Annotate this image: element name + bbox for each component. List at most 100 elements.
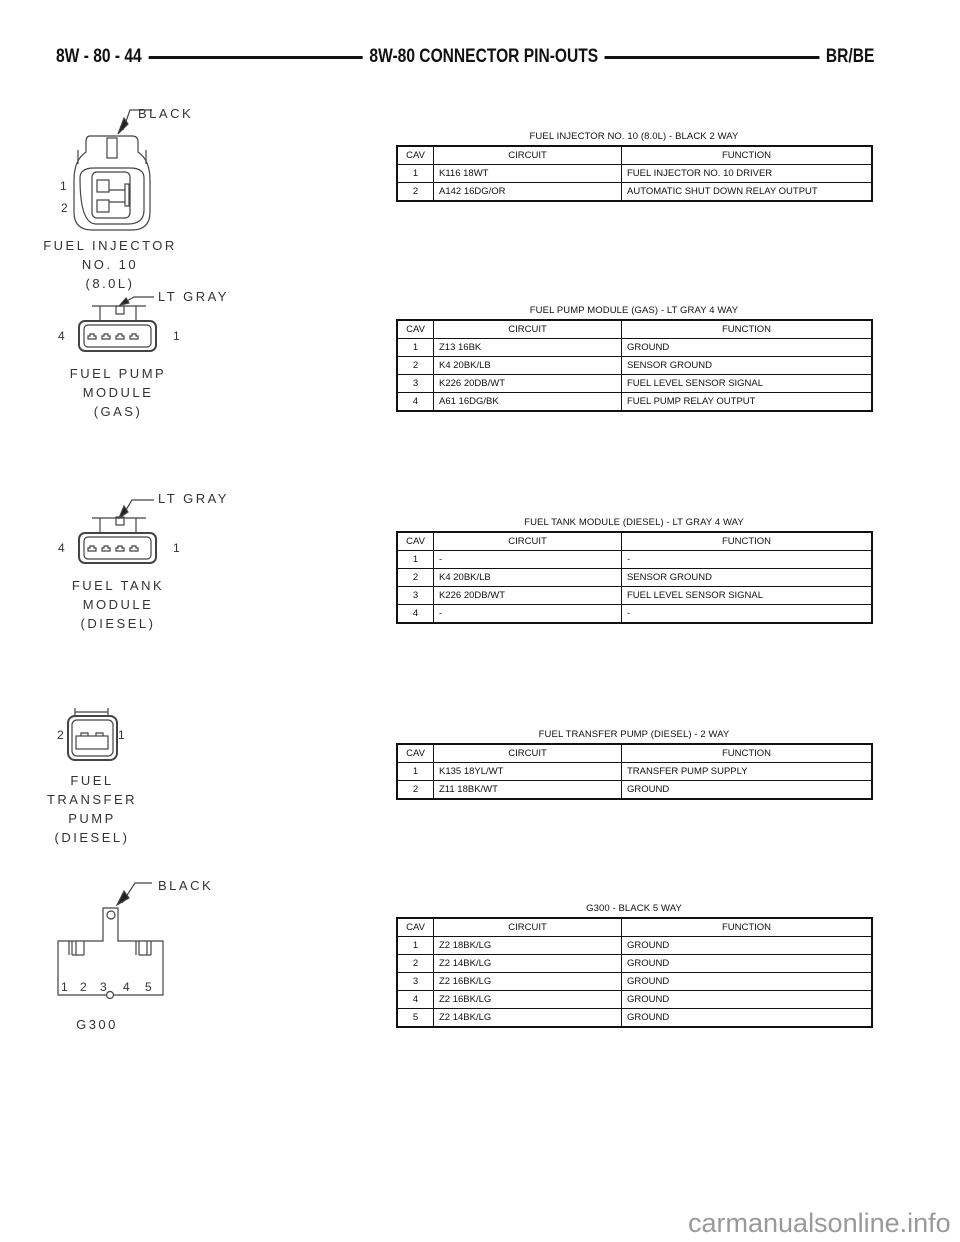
connector-color-label: LT GRAY bbox=[158, 491, 229, 506]
function-cell: GROUND bbox=[621, 338, 873, 357]
circuit-cell: Z2 16BK/LG bbox=[433, 972, 622, 991]
cav-header: CAV bbox=[396, 531, 434, 551]
function-cell: AUTOMATIC SHUT DOWN RELAY OUTPUT bbox=[621, 182, 873, 202]
circuit-header: CIRCUIT bbox=[433, 319, 622, 339]
cav-cell: 1 bbox=[396, 338, 434, 357]
name-line: G300 bbox=[76, 1017, 118, 1032]
fuel-transfer-pump-connector-drawing bbox=[67, 708, 118, 761]
page-number: 8W - 80 - 44 bbox=[56, 46, 142, 67]
name-line: (GAS) bbox=[93, 404, 143, 419]
pin-label: 5 bbox=[145, 980, 152, 994]
table-title: FUEL INJECTOR NO. 10 (8.0L) - BLACK 2 WA… bbox=[529, 131, 739, 142]
circuit-header: CIRCUIT bbox=[433, 531, 622, 551]
pin-label: 4 bbox=[58, 329, 65, 343]
pin-label: 1 bbox=[61, 980, 68, 994]
cav-cell: 3 bbox=[396, 374, 434, 393]
table-row: 4-- bbox=[396, 604, 873, 624]
cav-cell: 2 bbox=[396, 182, 434, 202]
function-cell: GROUND bbox=[621, 780, 873, 800]
function-header: FUNCTION bbox=[621, 531, 873, 551]
connector-name: FUEL INJECTOR NO. 10 (8.0L) bbox=[40, 236, 180, 293]
cav-header: CAV bbox=[396, 145, 434, 165]
circuit-cell: K4 20BK/LB bbox=[433, 356, 622, 375]
section-title: 8W-80 CONNECTOR PIN-OUTS bbox=[369, 46, 599, 67]
name-line: (DIESEL) bbox=[54, 830, 130, 845]
function-cell: FUEL LEVEL SENSOR SIGNAL bbox=[621, 586, 873, 605]
pin-label: 1 bbox=[173, 541, 180, 555]
function-cell: FUEL PUMP RELAY OUTPUT bbox=[621, 392, 873, 412]
name-line: MODULE bbox=[82, 597, 154, 612]
cav-cell: 3 bbox=[396, 586, 434, 605]
cav-header: CAV bbox=[396, 743, 434, 763]
pin-label: 4 bbox=[123, 980, 130, 994]
connector-name: G300 bbox=[27, 1015, 167, 1034]
table-title: FUEL TANK MODULE (DIESEL) - LT GRAY 4 WA… bbox=[524, 517, 744, 528]
circuit-cell: K226 20DB/WT bbox=[433, 586, 622, 605]
circuit-header: CIRCUIT bbox=[433, 145, 622, 165]
pin-label: 2 bbox=[80, 980, 87, 994]
cav-cell: 4 bbox=[396, 392, 434, 412]
connector-name: FUEL PUMP MODULE (GAS) bbox=[48, 364, 188, 421]
pin-label: 3 bbox=[100, 980, 107, 994]
fuel-injector-connector-drawing bbox=[73, 109, 152, 231]
name-line: NO. 10 bbox=[81, 257, 139, 272]
function-header: FUNCTION bbox=[621, 319, 873, 339]
circuit-header: CIRCUIT bbox=[433, 917, 622, 937]
connector-color-label: BLACK bbox=[138, 106, 194, 121]
pin-label: 2 bbox=[57, 728, 64, 742]
circuit-cell: Z2 16BK/LG bbox=[433, 990, 622, 1009]
cav-cell: 4 bbox=[396, 990, 434, 1009]
watermark: carmanualsonline.info bbox=[688, 1208, 951, 1238]
function-cell: GROUND bbox=[621, 972, 873, 991]
name-line: FUEL bbox=[70, 773, 114, 788]
pin-label: 4 bbox=[58, 541, 65, 555]
circuit-cell: Z2 14BK/LG bbox=[433, 1008, 622, 1028]
function-header: FUNCTION bbox=[621, 917, 873, 937]
cav-cell: 2 bbox=[396, 568, 434, 587]
circuit-header: CIRCUIT bbox=[433, 743, 622, 763]
connector-color-label: BLACK bbox=[158, 878, 214, 893]
function-cell: SENSOR GROUND bbox=[621, 568, 873, 587]
pin-label: 1 bbox=[173, 329, 180, 343]
table-title: G300 - BLACK 5 WAY bbox=[586, 903, 682, 914]
name-line: TRANSFER bbox=[46, 792, 138, 807]
function-cell: GROUND bbox=[621, 936, 873, 955]
function-cell: - bbox=[621, 550, 873, 569]
function-cell: - bbox=[621, 604, 873, 624]
circuit-cell: A142 16DG/OR bbox=[433, 182, 622, 202]
function-header: FUNCTION bbox=[621, 145, 873, 165]
connector-name: FUEL TRANSFER PUMP (DIESEL) bbox=[22, 771, 162, 847]
circuit-cell: - bbox=[433, 604, 622, 624]
function-cell: GROUND bbox=[621, 990, 873, 1009]
name-line: FUEL INJECTOR bbox=[43, 238, 177, 253]
circuit-cell: K4 20BK/LB bbox=[433, 568, 622, 587]
circuit-cell: Z2 18BK/LG bbox=[433, 936, 622, 955]
function-cell: TRANSFER PUMP SUPPLY bbox=[621, 762, 873, 781]
function-cell: FUEL INJECTOR NO. 10 DRIVER bbox=[621, 164, 873, 183]
connector-color-label: LT GRAY bbox=[158, 289, 229, 304]
pin-label: 1 bbox=[118, 728, 125, 742]
cav-cell: 2 bbox=[396, 356, 434, 375]
cav-header: CAV bbox=[396, 917, 434, 937]
connector-name: FUEL TANK MODULE (DIESEL) bbox=[48, 576, 188, 633]
fuel-pump-module-connector-drawing bbox=[78, 296, 157, 352]
table-title: FUEL PUMP MODULE (GAS) - LT GRAY 4 WAY bbox=[529, 305, 739, 316]
cav-cell: 5 bbox=[396, 1008, 434, 1028]
